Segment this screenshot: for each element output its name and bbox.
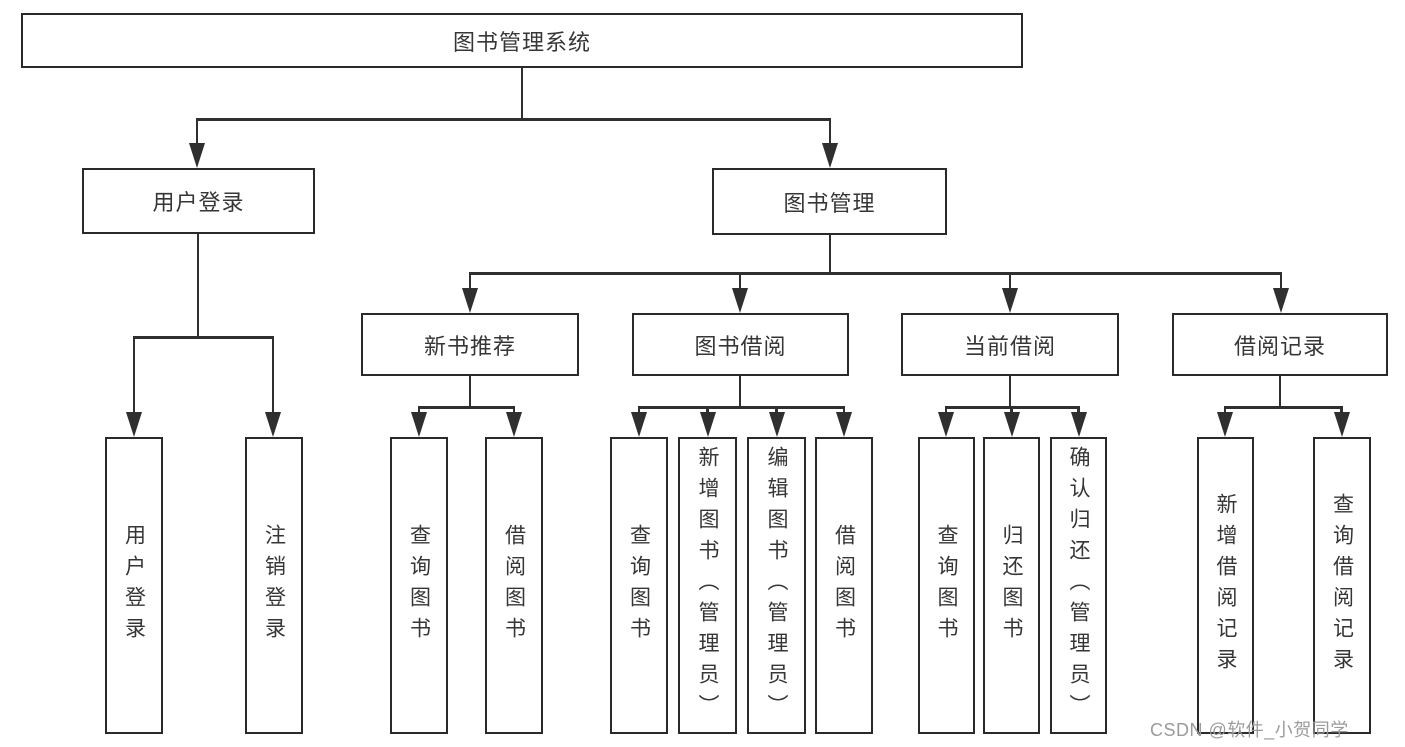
leaf-label: 查询图书 [627,523,651,648]
leaf-add-borrow-record: 新增借阅记录 [1197,437,1254,734]
leaf-add-books-admin: 新增图书（管理员） [678,437,737,734]
edge-recommend-drop [468,376,472,406]
leaf-borrow-books: 借阅图书 [815,437,873,734]
edge-arrow-to-leaf-logout [271,336,275,412]
node-root-library-system: 图书管理系统 [21,13,1023,68]
node-label: 图书借阅 [694,333,787,359]
edge-arrow-to-leaf-user-login [132,336,136,412]
leaf-label: 借阅图书 [502,523,526,648]
edge-arrow-leaf-return [1010,406,1013,412]
node-borrowing-records: 借阅记录 [1172,313,1388,376]
node-book-management: 图书管理 [712,168,947,235]
edge-current-drop [1008,376,1012,407]
edge-arrow-leaf-query-2 [637,406,641,412]
edge-arrow-leaf-query-record [1340,406,1343,412]
leaf-label: 用户登录 [122,523,146,648]
edge-user-login-bus [133,336,274,339]
node-label: 用户登录 [152,190,245,215]
leaf-return-books: 归还图书 [983,437,1040,734]
leaf-edit-books-admin: 编辑图书（管理员） [747,437,806,734]
node-label: 图书管理 [783,190,876,216]
leaf-query-borrow-record: 查询借阅记录 [1313,437,1371,734]
leaf-label: 查询图书 [935,523,958,648]
leaf-label: 新增图书（管理员） [696,446,719,725]
edge-level2-bus [469,272,1282,275]
edge-records-bus [1224,406,1343,409]
leaf-label: 查询借阅记录 [1330,492,1354,679]
csdn-watermark: CSDN @软件_小贺同学 [1150,720,1349,740]
edge-arrow-to-current-borrowing [1008,272,1012,288]
leaf-user-login: 用户登录 [105,437,163,734]
edge-arrow-to-book-management [828,118,832,143]
edge-borrowing-drop [738,376,742,407]
edge-arrow-to-book-borrowing [738,272,742,288]
edge-arrow-leaf-edit-books [775,406,778,412]
edge-borrowing-bus [638,406,844,409]
edge-arrow-leaf-add-books [706,406,709,412]
leaf-query-books-borrow: 查询图书 [610,437,668,734]
node-new-book-recommendation: 新书推荐 [361,313,579,376]
edge-book-management-drop [828,235,832,272]
edge-records-drop [1278,376,1282,406]
leaf-logout: 注销登录 [245,437,303,734]
node-label: 图书管理系统 [452,29,591,55]
leaf-label: 确认归还（管理员） [1067,446,1090,725]
edge-arrow-to-borrowing-records [1279,272,1283,288]
node-user-login: 用户登录 [82,168,315,234]
edge-level1-bus [196,118,831,121]
edge-user-login-drop [196,234,200,336]
edge-arrow-leaf-confirm-return [1077,406,1080,412]
leaf-confirm-return-admin: 确认归还（管理员） [1050,437,1107,734]
leaf-query-books-current: 查询图书 [918,437,975,734]
edge-arrow-leaf-query-3 [944,406,948,412]
leaf-label: 借阅图书 [832,523,856,648]
edge-arrow-leaf-add-record [1223,406,1227,412]
leaf-label: 查询图书 [407,523,431,648]
node-label: 新书推荐 [423,333,516,359]
leaf-borrow-books-recommend: 借阅图书 [485,437,543,734]
edge-arrow-leaf-borrow-1 [512,406,516,412]
edge-recommend-bus [418,406,515,409]
edge-arrow-leaf-query-1 [417,406,421,412]
leaf-query-books-recommend: 查询图书 [390,437,448,734]
edge-arrow-leaf-borrow-2 [842,406,846,412]
node-book-borrowing: 图书借阅 [632,313,849,376]
node-current-borrowing: 当前借阅 [901,313,1119,376]
edge-root-drop [520,68,523,118]
edge-arrow-to-new-book-recommendation [468,272,472,288]
node-label: 当前借阅 [963,333,1056,359]
leaf-label: 编辑图书（管理员） [765,446,788,725]
node-label: 借阅记录 [1233,333,1326,359]
leaf-label: 新增借阅记录 [1214,492,1237,679]
leaf-label: 归还图书 [1000,523,1023,648]
leaf-label: 注销登录 [262,523,286,648]
edge-arrow-to-user-login [195,118,199,143]
